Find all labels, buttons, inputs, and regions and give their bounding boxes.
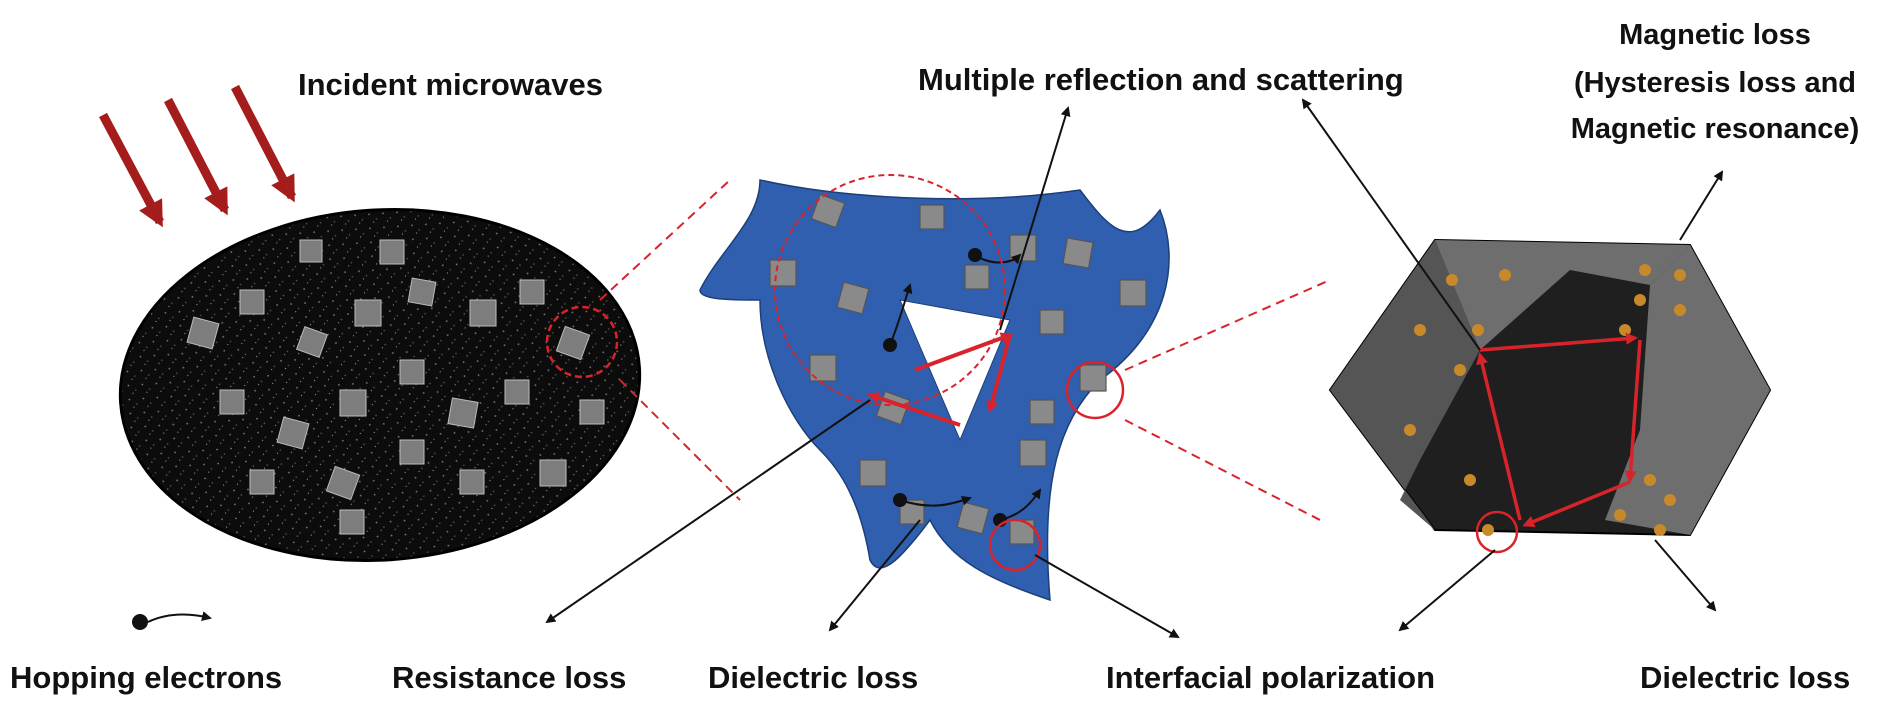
hexagonal-particle xyxy=(1328,238,1772,554)
zoom-circle-hex xyxy=(1475,510,1519,554)
central-void xyxy=(899,299,1011,442)
hopping-electron-legend-icon xyxy=(132,611,212,630)
zoom-circle-sheet-right xyxy=(1065,360,1125,420)
label-hopping-electrons: Hopping electrons xyxy=(10,660,282,695)
hex-reflection-arrows xyxy=(1476,332,1642,528)
carbon-sheet xyxy=(699,179,1170,602)
magnetic-dots xyxy=(1404,264,1686,536)
hex-left-facet xyxy=(1330,240,1480,530)
incident-microwave-arrows xyxy=(99,84,296,228)
label-incident-microwaves: Incident microwaves xyxy=(298,67,603,102)
zoom-circle-multiple xyxy=(774,174,1006,406)
zoom-guides-right xyxy=(1124,279,1331,521)
hex-right-facet xyxy=(1605,245,1770,535)
embedded-nanoparticles xyxy=(186,239,605,535)
hex-top-facet xyxy=(1435,240,1690,350)
electron-dots xyxy=(883,248,1007,527)
carbon-sheet-structure xyxy=(699,174,1170,602)
label-dielectric-loss-middle: Dielectric loss xyxy=(708,660,918,695)
label-dielectric-loss-right: Dielectric loss xyxy=(1640,660,1850,695)
label-magnetic-loss-detail-2: Magnetic resonance) xyxy=(1571,113,1859,145)
label-magnetic-loss: Magnetic loss xyxy=(1619,19,1811,51)
zoom-circle-left xyxy=(545,305,619,379)
zoom-guides-left xyxy=(599,179,741,501)
pointer-arrows xyxy=(545,98,1724,638)
composite-particle xyxy=(118,207,642,563)
label-multiple-reflection: Multiple reflection and scattering xyxy=(918,62,1404,97)
label-magnetic-loss-detail-1: (Hysteresis loss and xyxy=(1574,67,1856,99)
zoom-circle-interfacial xyxy=(988,518,1042,572)
label-resistance-loss: Resistance loss xyxy=(392,660,626,695)
label-interfacial-polarization: Interfacial polarization xyxy=(1106,660,1435,695)
